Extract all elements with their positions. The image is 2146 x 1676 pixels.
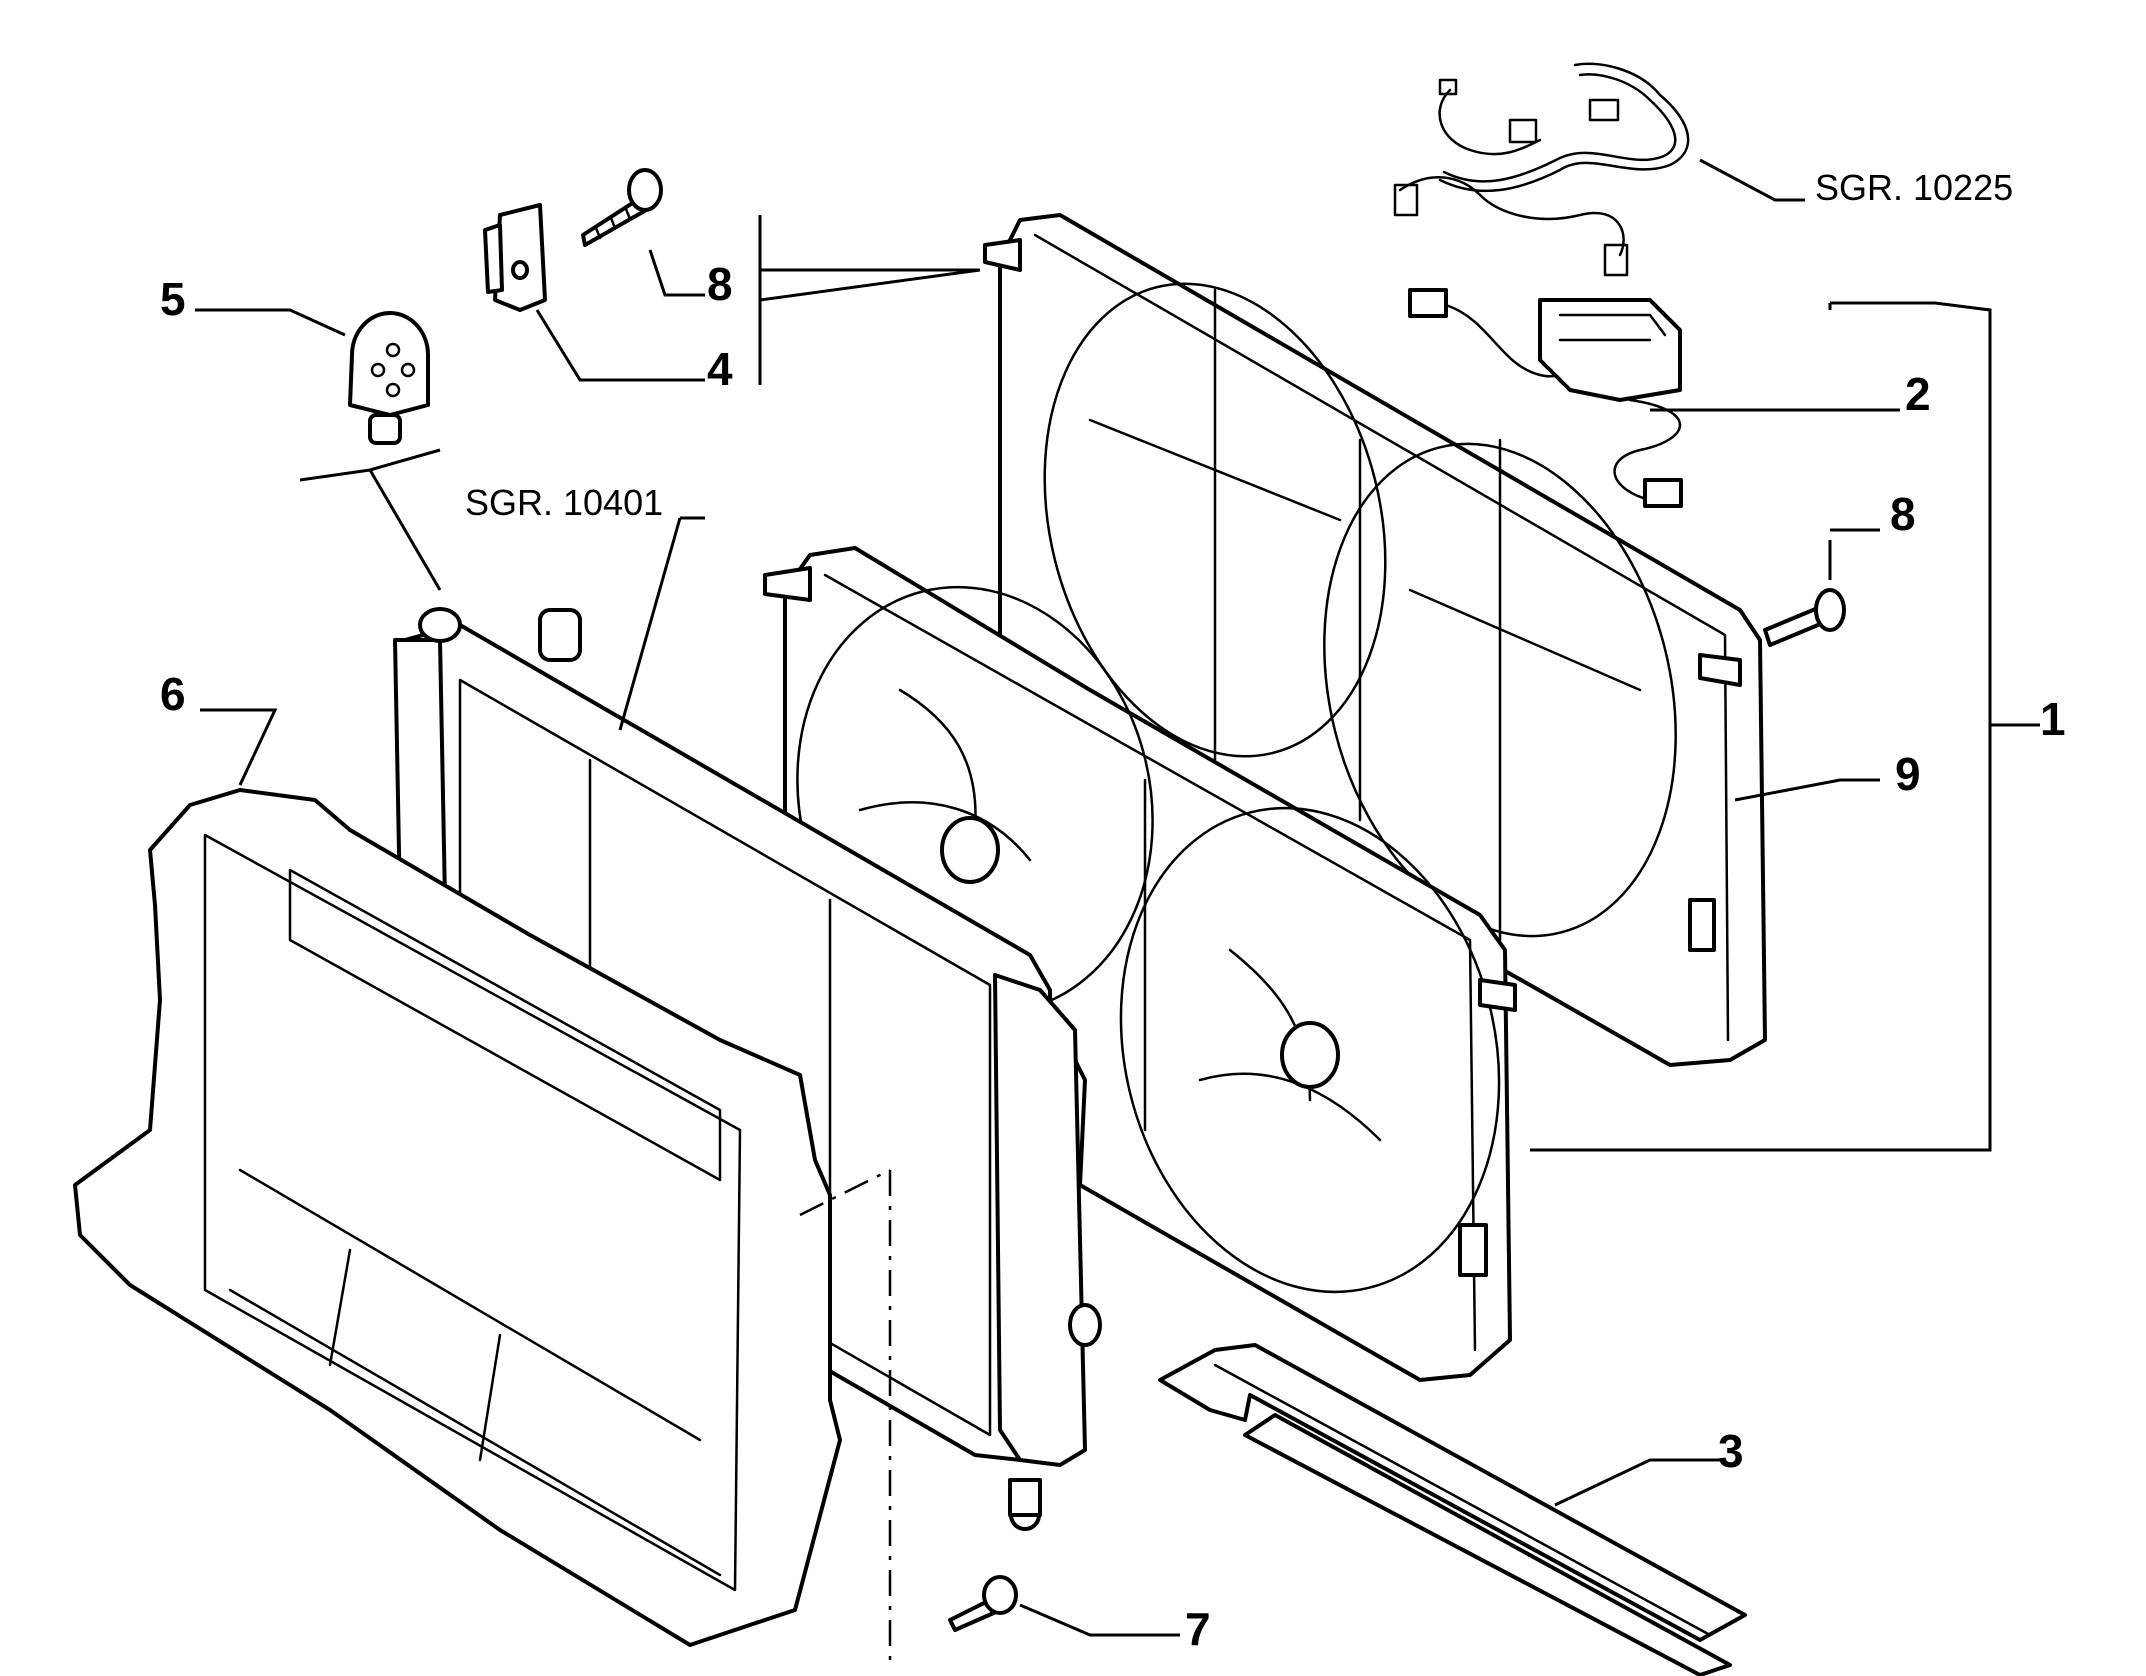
bracket-4 [483, 203, 547, 312]
air-deflector-frame [73, 788, 842, 1647]
leader-lines [195, 158, 2040, 1637]
callout-6: 6 [160, 668, 186, 720]
callout-1: 1 [2040, 693, 2066, 745]
callout-4: 4 [707, 343, 733, 395]
wiring-harness [1393, 62, 1690, 277]
callout-5: 5 [160, 273, 186, 325]
radiator-reference-label: SGR. 10401 [465, 482, 663, 523]
rear-fan-shroud [983, 213, 1767, 1067]
callout-3: 3 [1718, 1425, 1744, 1477]
screw-8a [581, 168, 663, 247]
callout-9: 9 [1895, 748, 1921, 800]
centre-line-2 [799, 1168, 891, 1217]
harness-reference-label: SGR. 10225 [1815, 167, 2013, 208]
callout-2: 2 [1905, 368, 1931, 420]
callout-7: 7 [1185, 1603, 1211, 1655]
callout-8a: 8 [707, 258, 733, 310]
front-fan-assembly [763, 546, 1517, 1382]
fan-connector-harness [1408, 288, 1683, 508]
bottom-seal [1158, 1343, 1747, 1676]
screw-7 [948, 1575, 1018, 1632]
screw-8b [1763, 588, 1846, 647]
callout-8b: 8 [1890, 488, 1916, 540]
sensor-5 [348, 311, 430, 445]
